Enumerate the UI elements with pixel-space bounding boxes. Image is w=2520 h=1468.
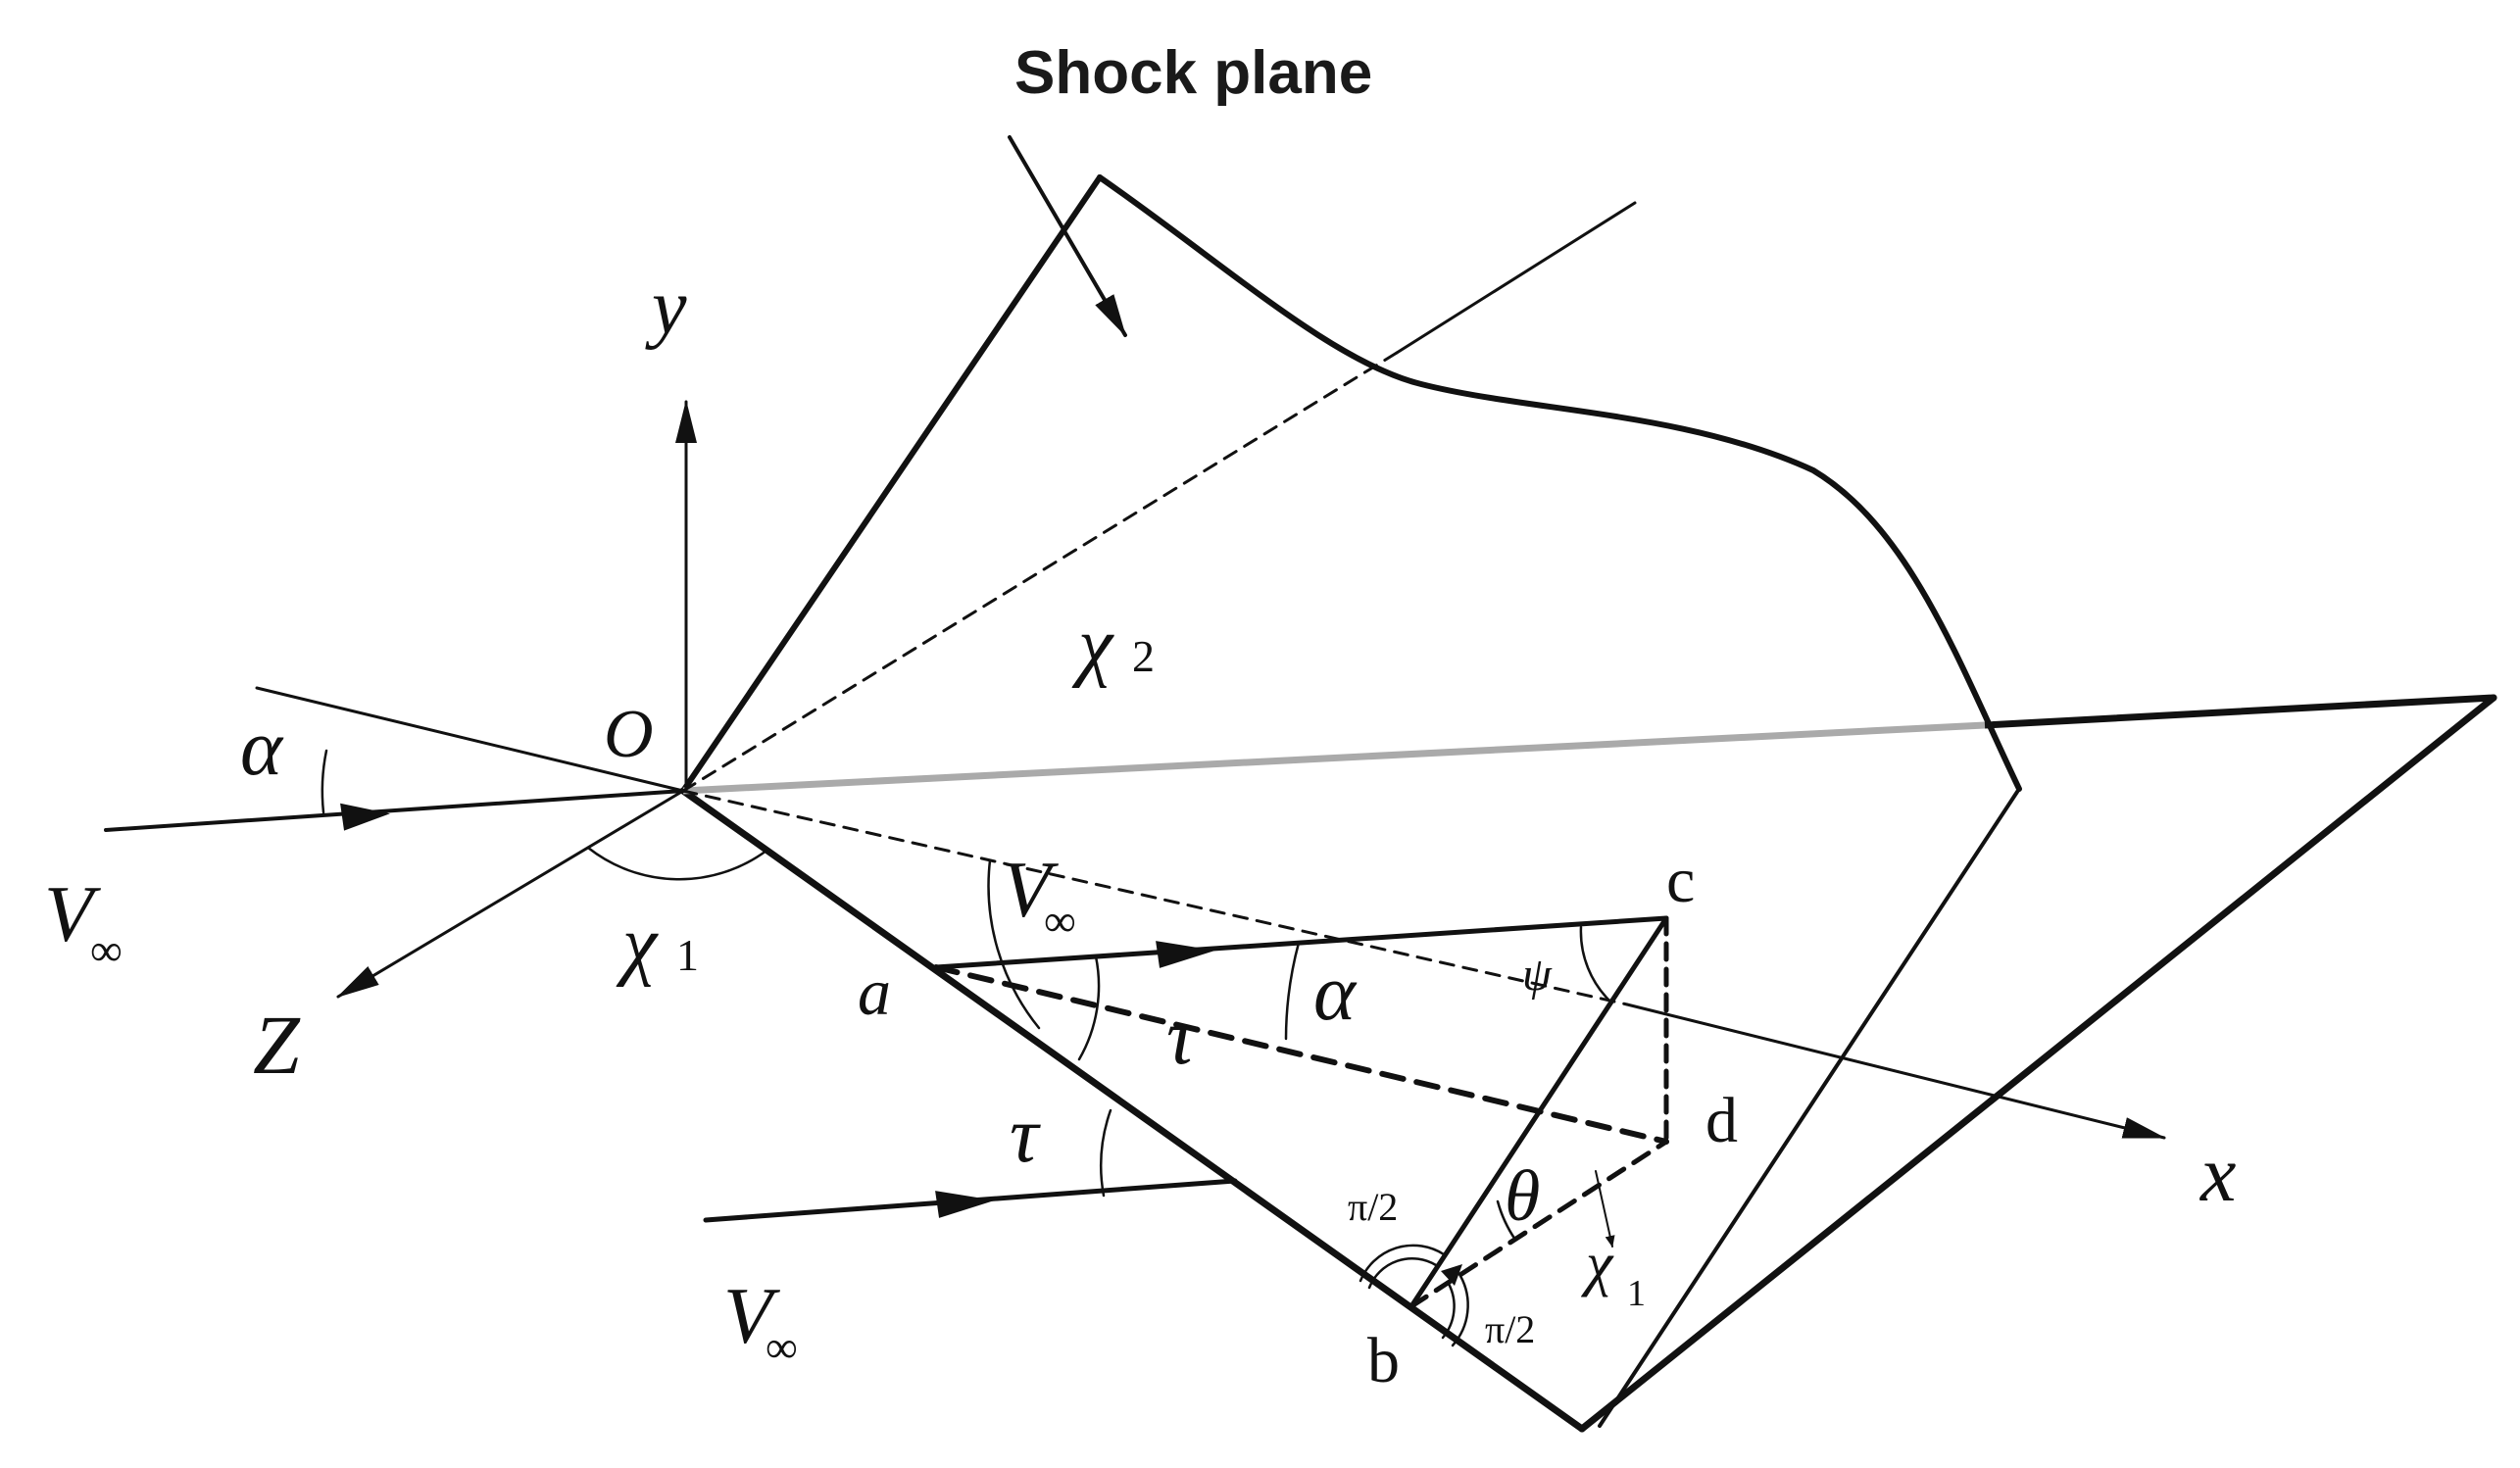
label-chi1-origin: χ — [616, 902, 659, 988]
title-shock-plane: Shock plane — [1014, 39, 1372, 107]
label-tau-lower: τ — [1010, 1090, 1041, 1179]
label-chi1-origin-sub: 1 — [676, 930, 699, 980]
x-axis-dashed — [681, 789, 1629, 1006]
chi2-dashed-line — [681, 351, 1399, 793]
x-axis-solid — [1625, 1003, 2166, 1140]
freestream-arrow-origin — [340, 803, 390, 831]
projection-line-gray — [682, 721, 1986, 795]
label-chi2: χ — [1071, 603, 1114, 689]
label-point-a: a — [858, 954, 891, 1029]
c-b-line — [1408, 915, 1669, 1309]
right-angle-arc-outer-top — [1359, 1244, 1446, 1283]
label-v-middle: V — [1002, 845, 1059, 934]
tau-arc-lower — [1100, 1108, 1112, 1198]
chi1-small-arrow — [1595, 1170, 1615, 1248]
right-angle-arc-inner-top — [1367, 1257, 1438, 1290]
freestream-line-origin — [104, 789, 685, 832]
chi1-arc-origin — [586, 846, 768, 881]
shock-plane-left-edge — [680, 174, 1103, 794]
label-psi: ψ — [1522, 949, 1553, 1001]
label-alpha-origin: α — [240, 703, 284, 792]
chi2-arc — [987, 858, 1041, 1030]
label-v-bottom: V — [723, 1271, 780, 1360]
label-theta: θ — [1505, 1156, 1540, 1237]
right-angle-arrowhead — [1441, 1264, 1462, 1286]
label-point-b: b — [1367, 1325, 1400, 1396]
alpha-arc-origin — [321, 749, 328, 814]
label-point-d: d — [1705, 1085, 1738, 1156]
right-angle-arc-inner-bottom — [1441, 1282, 1456, 1340]
label-z-axis: Z — [253, 998, 301, 1092]
label-alpha-a: α — [1313, 948, 1358, 1037]
label-chi1-b-sub: 1 — [1627, 1273, 1646, 1314]
label-y-axis: y — [645, 265, 687, 351]
label-x-axis: x — [2199, 1129, 2236, 1218]
wedge-top-right-edge — [1981, 694, 2497, 729]
title-pointer-arrow — [1008, 135, 1127, 337]
right-angle-arc-outer-bottom — [1451, 1274, 1469, 1347]
shock-plane-right-edge — [1598, 787, 2021, 1428]
chi2-solid-extension — [1395, 201, 1637, 355]
wedge-leading-edge — [679, 787, 1586, 1433]
label-chi1-b: χ — [1581, 1231, 1614, 1297]
label-right-angle-bottom: π/2 — [1485, 1307, 1535, 1351]
b-d-dashed-line — [1408, 1139, 1669, 1309]
psi-arc — [1579, 925, 1613, 1004]
shock-plane-curved-edge — [1097, 174, 2022, 792]
theta-arc — [1496, 1199, 1517, 1242]
label-tau-a: τ — [1166, 992, 1198, 1081]
label-inf-bottom: ∞ — [766, 1322, 798, 1372]
alpha-reference-line — [255, 686, 685, 793]
z-axis — [336, 789, 685, 999]
wedge-far-edge — [1578, 694, 2497, 1433]
label-point-c: c — [1666, 845, 1695, 916]
label-origin: O — [604, 697, 654, 772]
tau-dashed-line — [933, 964, 1669, 1145]
label-inf-middle: ∞ — [1044, 896, 1076, 946]
freestream-arrow-a — [1156, 941, 1215, 968]
freestream-line-a — [933, 915, 1669, 970]
alpha-arc-a — [1284, 941, 1301, 1041]
tau-arc-a — [1077, 954, 1101, 1061]
freestream-arrow-lower — [935, 1191, 995, 1218]
label-chi2-sub: 2 — [1132, 631, 1155, 681]
label-inf-left: ∞ — [90, 925, 123, 975]
label-right-angle-top: π/2 — [1348, 1185, 1398, 1229]
label-v-left: V — [44, 869, 101, 958]
